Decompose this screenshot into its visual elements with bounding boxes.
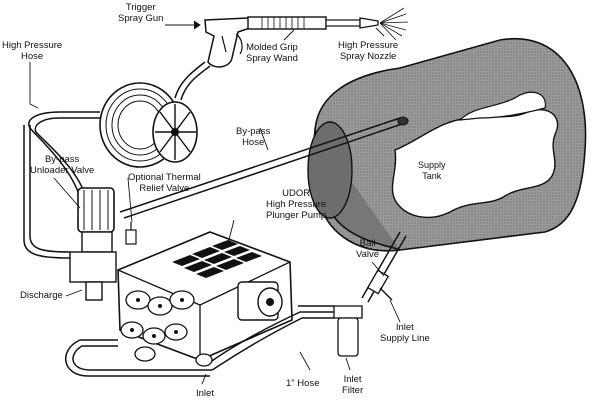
plunger-pump	[117, 231, 293, 362]
bypass-unloader-valve	[69, 187, 117, 301]
supply-tank	[307, 37, 587, 252]
inlet-filter	[333, 305, 363, 357]
hose-reel	[99, 61, 211, 168]
spray-wand	[247, 16, 361, 30]
label-inlet: Inlet	[196, 388, 214, 399]
thermal-relief-valve	[125, 222, 137, 245]
high-pressure-hose	[23, 111, 100, 259]
bypass-hose	[119, 117, 403, 219]
spray-nozzle	[359, 7, 409, 41]
trigger-spray-gun	[204, 17, 251, 68]
label-one-inch-hose: 1" Hose	[286, 378, 320, 389]
pump-inlet-fitting	[195, 353, 213, 367]
leader-lines	[29, 20, 401, 385]
ball-valve	[366, 269, 393, 301]
one-inch-hose	[64, 305, 334, 377]
label-discharge: Discharge	[20, 290, 63, 301]
